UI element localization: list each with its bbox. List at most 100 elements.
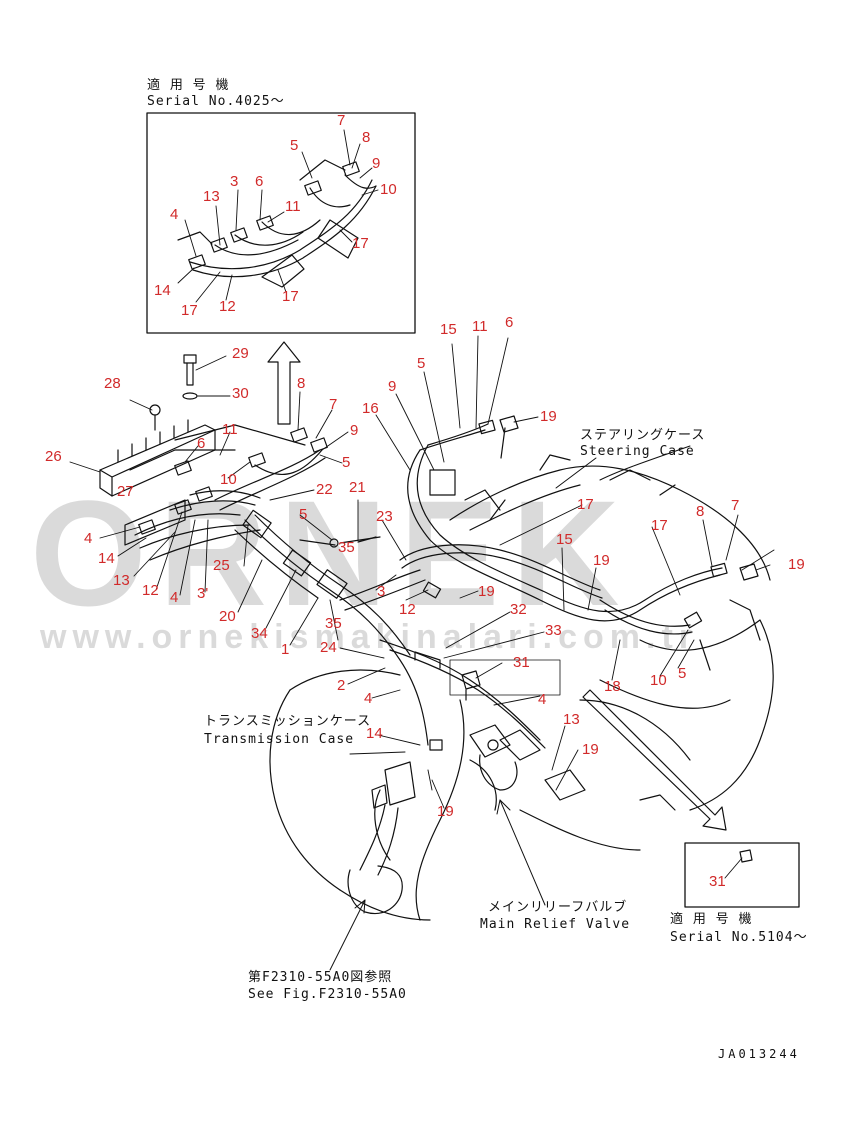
callout-number: 11 [285, 198, 301, 215]
callout-number: 8 [362, 129, 371, 146]
callout-number: 14 [366, 725, 383, 742]
callout-number: 22 [316, 481, 333, 498]
callout-number: 17 [352, 235, 369, 252]
callout-number: 13 [113, 572, 130, 589]
callout-number: 34 [251, 625, 268, 642]
arrow-to-bottom-inset [582, 689, 727, 831]
transmission-case-jp-label: トランスミッションケース [204, 714, 372, 729]
callout-number: 31 [513, 654, 530, 671]
callout-number: 17 [282, 288, 299, 305]
callout-number: 12 [142, 582, 159, 599]
callout-number: 19 [593, 552, 610, 569]
callout-number: 19 [478, 583, 495, 600]
inset-frame-top [146, 112, 416, 334]
callout-number: 19 [582, 741, 599, 758]
callout-number: 32 [510, 601, 527, 618]
callout-number: 12 [399, 601, 416, 618]
steering-case-outline [449, 454, 774, 811]
right-harness [399, 415, 759, 635]
callout-number: 19 [437, 803, 454, 820]
callout-number: 4 [170, 206, 179, 223]
callout-number: 3 [377, 583, 386, 600]
callout-number: 14 [154, 282, 171, 299]
callout-number: 16 [362, 400, 379, 417]
left-connectors [124, 460, 261, 561]
inset-bottom-applicable-label: 適 用 号 機 [670, 912, 753, 927]
callout-number: 7 [329, 396, 338, 413]
callout-number: 7 [337, 112, 346, 129]
callout-number: 12 [219, 298, 236, 315]
callout-number: 28 [104, 375, 121, 392]
steering-case-jp-label: ステアリングケース [580, 428, 706, 443]
drawing-number: JA013244 [718, 1047, 800, 1061]
watermark-url: www.ornekismakinalari.com.tr [40, 618, 699, 656]
callout-number: 5 [417, 355, 426, 372]
callout-number: 8 [297, 375, 306, 392]
watermark-brand: ORNEK [30, 469, 632, 637]
callout-number: 7 [731, 497, 740, 514]
steering-case-label: Steering Case [580, 444, 695, 459]
arrow-up-to-inset [267, 341, 301, 425]
main-bundle [234, 509, 546, 751]
callout-number: 6 [255, 173, 264, 190]
callout-number: 10 [650, 672, 667, 689]
callout-number: 4 [84, 530, 93, 547]
callout-number: 21 [349, 479, 366, 496]
callout-number: 4 [364, 690, 373, 707]
callout-number: 10 [380, 181, 397, 198]
callout-number: 17 [181, 302, 198, 319]
inset-top-serial-label: Serial No.4025～ [147, 94, 285, 109]
callout-number: 4 [170, 589, 179, 606]
main-relief-valve-label: Main Relief Valve [480, 917, 631, 932]
reference-label: See Fig.F2310-55A0 [248, 987, 407, 1002]
leader-lines [69, 129, 775, 879]
callout-number: 30 [232, 385, 249, 402]
callout-number: 14 [98, 550, 115, 567]
callout-number: 20 [219, 608, 236, 625]
transmission-case-label: Transmission Case [204, 732, 355, 747]
filter-assembly [347, 761, 416, 914]
inset-frame-bottom [684, 842, 800, 908]
callout-number: 25 [213, 557, 230, 574]
callout-number: 26 [45, 448, 62, 465]
callout-number: 31 [709, 873, 726, 890]
callout-number: 13 [203, 188, 220, 205]
callout-number: 17 [577, 496, 594, 513]
callout-number: 11 [222, 421, 238, 438]
callout-number: 35 [338, 539, 355, 556]
callout-number: 24 [320, 639, 337, 656]
transmission-case-outline [269, 669, 691, 921]
callout-number: 29 [232, 345, 249, 362]
callout-number: 2 [337, 677, 346, 694]
callout-number: 33 [545, 622, 562, 639]
callout-number: 9 [350, 422, 359, 439]
fitting-31-inset [739, 849, 753, 863]
callout-number: 15 [440, 321, 457, 338]
callout-number: 17 [651, 517, 668, 534]
callout-number: 1 [281, 641, 290, 658]
callout-number: 19 [540, 408, 557, 425]
callout-number: 19 [788, 556, 805, 573]
inset-harness [177, 159, 377, 288]
callout-number: 35 [325, 615, 342, 632]
callout-number: 6 [505, 314, 514, 331]
callout-number: 5 [342, 454, 351, 471]
callout-number: 23 [376, 508, 393, 525]
callout-number: 18 [604, 678, 621, 695]
inset-bottom-serial-label: Serial No.5104～ [670, 930, 808, 945]
upper-middle-harness [129, 424, 328, 511]
callout-number: 15 [556, 531, 573, 548]
callout-number: 3' [197, 585, 209, 602]
callout-number: 4 [538, 691, 547, 708]
callout-number: 11 [472, 318, 488, 335]
main-relief-valve-shape [469, 724, 518, 791]
main-relief-valve-jp-label: メインリリーフバルブ [488, 900, 628, 915]
callout-number: 3 [230, 173, 239, 190]
label-pointers [329, 445, 691, 971]
callout-number: 6 [197, 435, 206, 452]
callout-number: 13 [563, 711, 580, 728]
reference-jp-label: 第F2310-55A0図参照 [248, 970, 393, 985]
fitting-31 [449, 659, 561, 701]
